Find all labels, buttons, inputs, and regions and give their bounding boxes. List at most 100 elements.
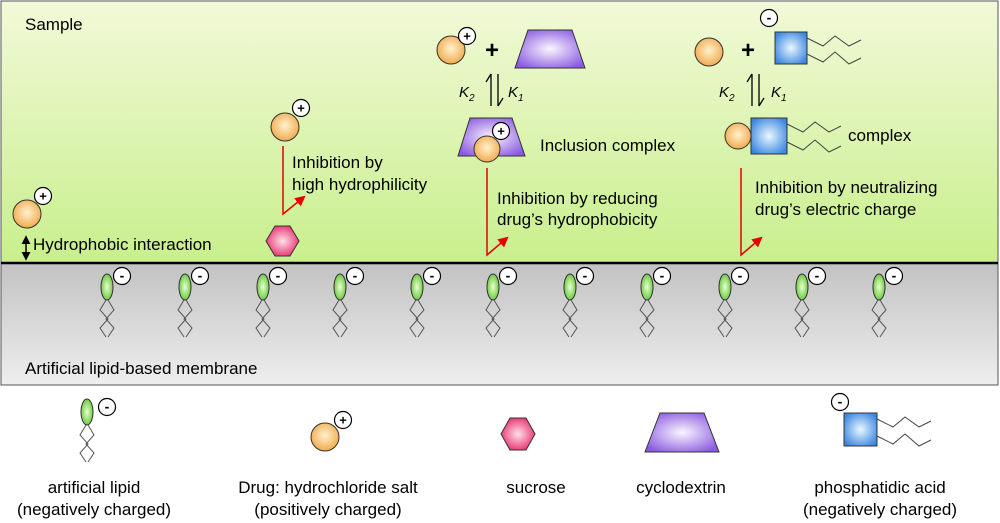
- plus-charge-badge: [457, 26, 477, 46]
- lipid-head: [80, 398, 94, 426]
- scheme-plus-sign-pa: +: [741, 37, 755, 64]
- minus-charge-sign: -: [660, 268, 665, 284]
- minus-charge-sign: -: [892, 268, 897, 284]
- drug-sphere: [270, 112, 300, 142]
- equilibrium-arrows-cd: [485, 73, 504, 107]
- minus-charge-sign: -: [353, 268, 358, 284]
- minus-charge-badge: [422, 266, 442, 286]
- plus-charge-sign: +: [39, 189, 47, 204]
- inhibition-hydrophobicity-line1: Inhibition by reducing: [497, 189, 658, 208]
- membrane-lipid: -: [409, 266, 442, 338]
- minus-charge-sign: -: [583, 268, 588, 284]
- lipid-head: [333, 273, 347, 301]
- k2-label-pa: K2: [719, 84, 735, 104]
- lipid-head: [410, 273, 424, 301]
- lipid-head: [178, 273, 192, 301]
- minus-charge-badge: [830, 392, 850, 412]
- minus-charge-badge: [884, 266, 904, 286]
- inclusion-complex-label: Inclusion complex: [540, 136, 676, 155]
- inhibition-charge-line1: Inhibition by neutralizing: [755, 178, 937, 197]
- sample-label: Sample: [25, 15, 83, 34]
- minus-charge-badge: [112, 266, 132, 286]
- lipid-tails: [79, 424, 95, 463]
- k1-label-cd: K1: [508, 84, 524, 104]
- minus-charge-sign: -: [430, 268, 435, 284]
- drug-sphere: [473, 135, 501, 163]
- lipid-tails: [99, 299, 115, 338]
- minus-charge-sign: -: [838, 394, 843, 410]
- lipid-tails: [871, 299, 887, 338]
- membrane-lipid: -: [794, 266, 827, 338]
- membrane-region: [0, 262, 999, 386]
- plus-charge-sign: +: [497, 124, 505, 139]
- cyclodextrin-reactant: [514, 29, 586, 69]
- legend-artificial-lipid: - artificial lipid (negatively charged): [17, 397, 171, 519]
- legend-phosphatidic-acid-line1: phosphatidic acid: [814, 478, 945, 497]
- equilibrium-arrows-pa: [746, 73, 765, 107]
- legend-artificial-lipid-line1: artificial lipid: [48, 478, 141, 497]
- lipid-head: [486, 273, 500, 301]
- cyclodextrin-shape: [644, 412, 720, 453]
- minus-charge-badge: [190, 266, 210, 286]
- lipid-tails: [255, 299, 271, 338]
- lipid-tails: [485, 299, 501, 338]
- legend-cyclodextrin: cyclodextrin: [636, 412, 726, 497]
- drug-sphere: [724, 122, 752, 150]
- drug-phosphatidic-acid-complex: [724, 117, 842, 155]
- drug-molecule-cd-reactant: +: [436, 26, 477, 65]
- lipid-tails: [562, 299, 578, 338]
- phosphatidic-acid-reactant: -: [759, 8, 862, 65]
- lipid-tails: [409, 299, 425, 338]
- inhibition-arrow-charge: [740, 168, 763, 257]
- minus-charge-badge: [575, 266, 595, 286]
- pa-tails: [806, 35, 862, 65]
- hydrophobic-interaction-label: Hydrophobic interaction: [33, 235, 212, 254]
- plus-charge-sign: +: [297, 101, 305, 116]
- scheme-plus-sign-cd: +: [485, 37, 499, 64]
- lipid-tails: [639, 299, 655, 338]
- lipid-tails: [177, 299, 193, 338]
- minus-charge-sign: -: [198, 268, 203, 284]
- inhibition-arrow-hydrophobicity: [486, 168, 509, 257]
- plus-charge-badge: [333, 410, 353, 430]
- minus-charge-badge: [730, 266, 750, 286]
- lipid-head: [872, 273, 886, 301]
- legend-sucrose: sucrose: [500, 417, 566, 497]
- lipid-head: [795, 273, 809, 301]
- minus-charge-badge: [498, 266, 518, 286]
- minus-charge-sign: -: [120, 268, 125, 284]
- membrane-lipid: -: [177, 266, 210, 338]
- membrane-lipid: -: [871, 266, 904, 338]
- minus-charge-badge: [759, 8, 779, 28]
- pa-head: [843, 412, 878, 447]
- legend-phosphatidic-acid: -: [830, 392, 932, 447]
- pa-head: [774, 31, 808, 65]
- lipid-tails: [332, 299, 348, 338]
- legend-artificial-lipid-line2: (negatively charged): [17, 500, 171, 519]
- inhibition-hydrophilicity-line2: high hydrophilicity: [292, 175, 428, 194]
- minus-charge-badge: [652, 266, 672, 286]
- inhibition-hydrophilicity-line1: Inhibition by: [292, 153, 383, 172]
- pa-tails: [786, 121, 842, 153]
- membrane-lipid: -: [99, 266, 132, 338]
- plus-charge-badge: [491, 121, 511, 141]
- minus-charge-badge: [97, 397, 117, 417]
- sucrose-hexagon: [265, 225, 300, 257]
- legend-drug-line2: (positively charged): [254, 500, 401, 519]
- legend-phosphatidic-acid-line2: (negatively charged): [803, 500, 957, 519]
- minus-charge-badge: [345, 266, 365, 286]
- lipid-head: [718, 273, 732, 301]
- drug-molecule-pa-reactant: [694, 37, 724, 67]
- minus-charge-sign: -: [105, 399, 110, 415]
- legend-sucrose-label: sucrose: [506, 478, 566, 497]
- minus-charge-sign: -: [276, 268, 281, 284]
- minus-charge-badge: [807, 266, 827, 286]
- membrane-lipid: -: [255, 266, 288, 338]
- minus-charge-sign: -: [506, 268, 511, 284]
- membrane-lipid: -: [639, 266, 672, 338]
- lipid-head: [640, 273, 654, 301]
- membrane-lipid: -: [485, 266, 518, 338]
- lipid-head: [256, 273, 270, 301]
- drug-molecule-free: +: [12, 186, 53, 229]
